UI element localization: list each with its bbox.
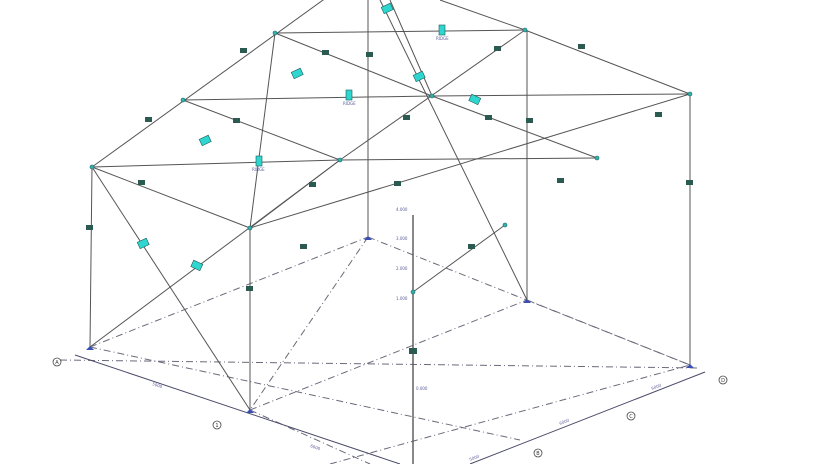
watermark-mark — [770, 298, 799, 340]
elevation-label: 4.000 — [396, 207, 408, 212]
grid-bubble-1[interactable]: 1 — [212, 420, 222, 430]
dimension-label: 5000 — [469, 453, 481, 462]
elevation-label: 2.000 — [396, 266, 408, 271]
grid-bubble-c[interactable]: C — [626, 411, 636, 421]
dimension-lines — [74, 354, 706, 464]
elevation-label: 3.000 — [396, 236, 408, 241]
dimension-label: 6000 — [651, 382, 663, 391]
elevation-label: 1.000 — [396, 296, 408, 301]
dimension-label: 6000 — [559, 417, 571, 426]
grid-bubble-a[interactable]: A — [52, 357, 62, 367]
supports — [86, 236, 694, 413]
grid-bubble-d[interactable]: D — [718, 375, 728, 385]
grid-lines — [59, 236, 701, 464]
frame-members — [89, 0, 691, 464]
elevation-label: 0.000 — [416, 386, 428, 391]
svg-text:C: C — [629, 414, 633, 420]
watermark-mark — [770, 3, 799, 46]
tag-label: RIDGE — [343, 101, 356, 106]
member-tags — [136, 2, 482, 272]
dimension-label: 5000 — [152, 381, 164, 389]
dimension-label: 6000 — [310, 443, 322, 451]
svg-text:A: A — [55, 360, 59, 366]
svg-text:B: B — [536, 451, 540, 457]
tag-label: RIDGE — [252, 167, 265, 172]
connection-tags — [86, 44, 693, 354]
tag-label: RIDGE — [436, 36, 449, 41]
svg-text:D: D — [721, 378, 725, 384]
grid-bubble-b[interactable]: B — [533, 448, 543, 458]
nodes — [89, 27, 693, 295]
svg-text:1: 1 — [215, 423, 218, 429]
